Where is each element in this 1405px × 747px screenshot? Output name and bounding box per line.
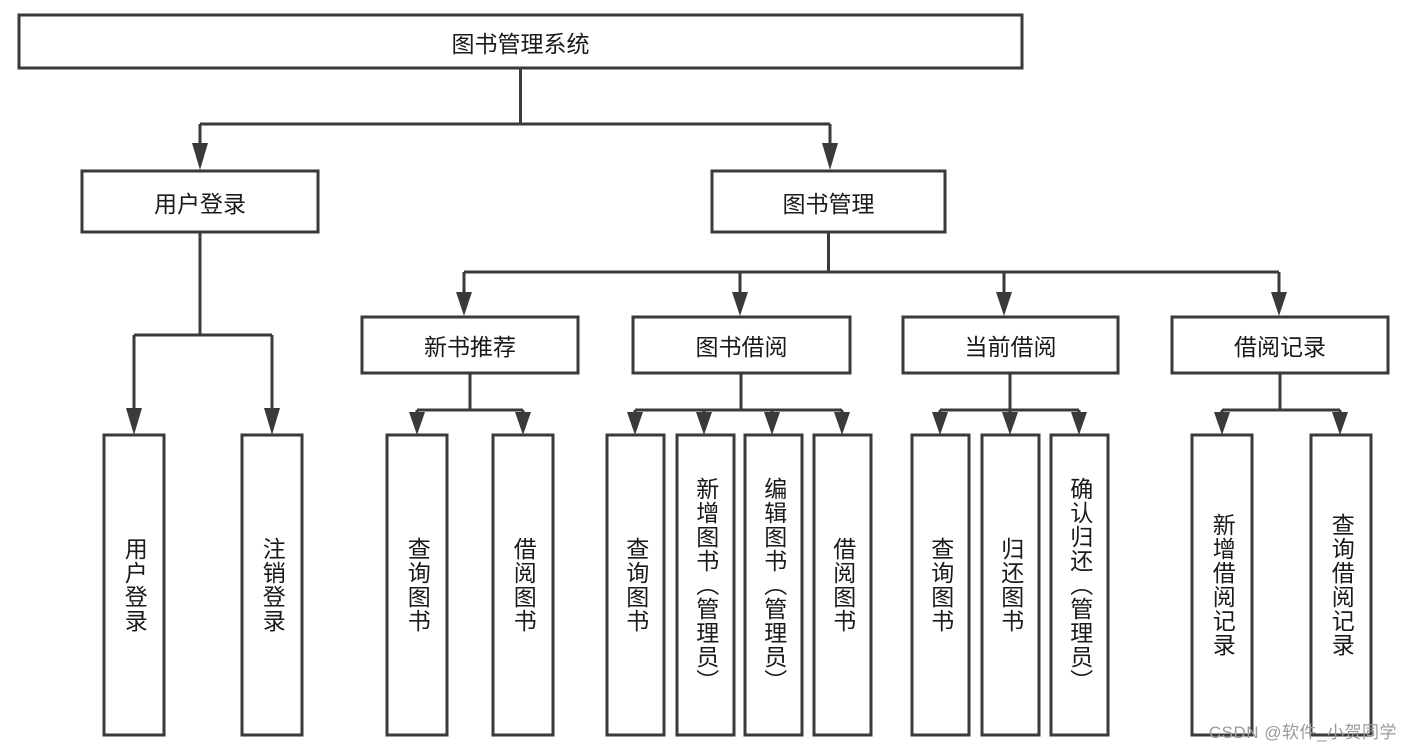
- arrowhead-user-login: [192, 143, 208, 170]
- arrowhead-leaf-query-book-2: [627, 412, 643, 435]
- arrowhead-leaf-query-record: [1332, 412, 1348, 435]
- arrowhead-borrow-record: [1271, 292, 1287, 316]
- node-leaf-add-book-box[interactable]: [675, 433, 736, 737]
- node-leaf-edit-book-box[interactable]: [743, 433, 804, 737]
- arrowhead-new-book-rec: [456, 292, 472, 316]
- node-leaf-logout-box[interactable]: [240, 433, 304, 737]
- node-leaf-query-record-box[interactable]: [1309, 433, 1373, 737]
- arrowhead-leaf-logout: [264, 408, 280, 435]
- node-book-mgmt-box[interactable]: [710, 169, 947, 234]
- node-leaf-query-book-1-box[interactable]: [385, 433, 449, 737]
- arrowhead-leaf-edit-book: [764, 412, 780, 435]
- arrowhead-leaf-query-book-1: [409, 412, 425, 435]
- node-leaf-borrow-book-2-box[interactable]: [812, 433, 873, 737]
- node-leaf-user-login-box[interactable]: [102, 433, 166, 737]
- node-root-box[interactable]: [17, 13, 1024, 70]
- node-current-borrow-box[interactable]: [901, 315, 1120, 375]
- node-book-borrow-box[interactable]: [631, 315, 852, 375]
- node-new-book-rec-box[interactable]: [360, 315, 580, 375]
- arrowhead-leaf-confirm-return: [1071, 412, 1087, 435]
- arrowhead-leaf-user-login: [126, 408, 142, 435]
- node-leaf-return-book-box[interactable]: [980, 433, 1041, 737]
- arrowhead-book-borrow: [732, 292, 748, 316]
- arrowhead-leaf-borrow-book-2: [834, 412, 850, 435]
- arrowhead-leaf-borrow-book-1: [515, 412, 531, 435]
- arrowhead-leaf-query-book-3: [932, 412, 948, 435]
- arrowhead-leaf-add-book: [696, 412, 712, 435]
- node-leaf-query-book-2-box[interactable]: [605, 433, 666, 737]
- node-leaf-borrow-book-1-box[interactable]: [491, 433, 555, 737]
- node-user-login-box[interactable]: [80, 169, 320, 234]
- arrowhead-book-mgmt: [822, 143, 838, 170]
- node-leaf-confirm-return-box[interactable]: [1049, 433, 1110, 737]
- node-leaf-query-book-3-box[interactable]: [910, 433, 971, 737]
- arrowhead-current-borrow: [996, 292, 1012, 316]
- arrowhead-leaf-add-record: [1214, 412, 1230, 435]
- arrowhead-leaf-return-book: [1002, 412, 1018, 435]
- node-borrow-record-box[interactable]: [1170, 315, 1390, 375]
- node-leaf-add-record-box[interactable]: [1190, 433, 1254, 737]
